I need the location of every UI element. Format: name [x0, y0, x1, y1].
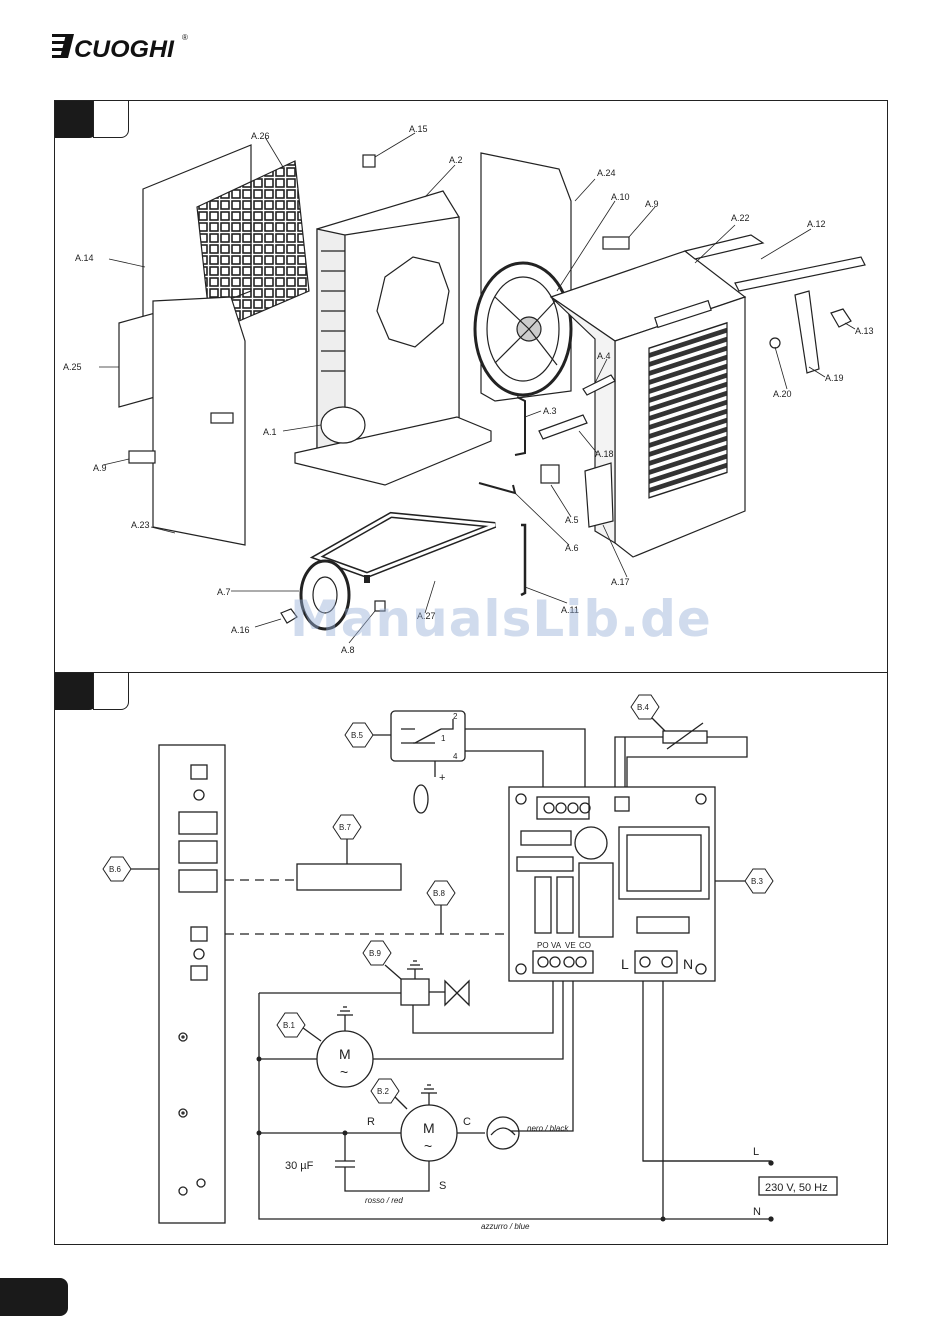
compressor-m: M [423, 1120, 435, 1136]
label-a4: A.4 [597, 351, 611, 361]
callout-b4: B.4 [637, 703, 650, 712]
top-component [363, 155, 375, 167]
thermistor [663, 731, 707, 743]
fan-motor-tilde: ~ [340, 1064, 348, 1080]
callout-b8: B.8 [433, 889, 446, 898]
knob [831, 309, 851, 327]
label-a7: A.7 [217, 587, 231, 597]
label-a6: A.6 [565, 543, 579, 553]
label-a20: A.20 [773, 389, 792, 399]
label-a9-right: A.9 [645, 199, 659, 209]
label-a12: A.12 [807, 219, 826, 229]
plus-sign: + [439, 772, 445, 784]
callout-b6: B.6 [109, 865, 122, 874]
switch-part [541, 465, 559, 483]
capacitor-value: 30 µF [285, 1160, 314, 1172]
terminal-po: PO [537, 941, 549, 950]
label-a23: A.23 [131, 520, 150, 530]
terminal-va: VA [551, 941, 562, 950]
switch-pin-4: 4 [453, 752, 458, 761]
exploded-view-panel: A.14 A.26 A.25 A.9 A.23 A.1 A.15 A.2 A.2… [54, 100, 888, 674]
terminal-ve: VE [565, 941, 576, 950]
solenoid-coil [401, 979, 429, 1005]
label-a14: A.14 [75, 253, 94, 263]
left-handle [129, 451, 155, 463]
terminal-block-ln [635, 951, 677, 973]
terminal-co: CO [579, 941, 591, 950]
cabinet-louvers [649, 323, 727, 498]
compressor-s: S [439, 1180, 446, 1192]
callout-b1: B.1 [283, 1021, 296, 1030]
wire-red-label: rosso / red [365, 1196, 403, 1205]
label-a3: A.3 [543, 406, 557, 416]
label-a26: A.26 [251, 131, 270, 141]
compressor-c: C [463, 1116, 471, 1128]
cuoghi-logo: CUOGHI ® [52, 30, 192, 64]
label-a5: A.5 [565, 515, 579, 525]
label-a15: A.15 [409, 124, 428, 134]
callout-b7: B.7 [339, 823, 352, 832]
compressor-r: R [367, 1116, 375, 1128]
display-box [297, 864, 401, 890]
switch-pin-2: 2 [453, 712, 458, 721]
switch-pin-1: 1 [441, 734, 446, 743]
wire-black-label: nero / black [527, 1124, 569, 1133]
handle-bar [735, 257, 865, 291]
label-a19: A.19 [825, 373, 844, 383]
small-plate [119, 313, 155, 407]
label-a18: A.18 [595, 449, 614, 459]
wiring-diagram-panel: B.6 B.5 B.7 B.8 B.9 B.1 B.2 B.4 B.3 2 1 … [54, 672, 888, 1245]
label-a24: A.24 [597, 168, 616, 178]
board-n: N [683, 956, 693, 972]
fan-motor-m: M [339, 1046, 351, 1062]
long-rod [521, 525, 525, 595]
callout-b2: B.2 [377, 1087, 390, 1096]
supply-rating: 230 V, 50 Hz [765, 1182, 828, 1194]
label-a17: A.17 [611, 577, 630, 587]
rod-part [479, 483, 515, 493]
solenoid-valve [445, 981, 469, 1005]
compressor-tilde: ~ [424, 1138, 432, 1154]
supply-n: N [753, 1206, 761, 1218]
control-panel-strip [159, 745, 225, 1223]
watermark: ManualsLib.de [290, 590, 712, 648]
exploded-view-drawing: A.14 A.26 A.25 A.9 A.23 A.1 A.15 A.2 A.2… [55, 101, 887, 673]
control-board [509, 787, 715, 981]
bracket [795, 291, 819, 373]
label-a13: A.13 [855, 326, 874, 336]
page-number-tab [0, 1278, 68, 1316]
callout-b5: B.5 [351, 731, 364, 740]
callout-b9: B.9 [369, 949, 382, 958]
cover-part [585, 463, 613, 527]
compressor [321, 407, 365, 443]
supply-l: L [753, 1146, 759, 1158]
label-a2: A.2 [449, 155, 463, 165]
label-a25: A.25 [63, 362, 82, 372]
label-a16: A.16 [231, 625, 250, 635]
wiring-diagram-drawing: B.6 B.5 B.7 B.8 B.9 B.1 B.2 B.4 B.3 2 1 … [55, 673, 887, 1244]
rail-part [539, 415, 587, 439]
label-a9-left: A.9 [93, 463, 107, 473]
label-a22: A.22 [731, 213, 750, 223]
logo-text: CUOGHI [74, 36, 175, 63]
label-a1: A.1 [263, 427, 277, 437]
overload-protector [487, 1117, 519, 1149]
pressure-bulb [414, 785, 428, 813]
washer [770, 338, 780, 348]
hook-wire [515, 397, 525, 455]
board-l: L [621, 956, 629, 972]
registered-mark: ® [182, 33, 188, 42]
label-a10: A.10 [611, 192, 630, 202]
callout-b3: B.3 [751, 877, 764, 886]
terminal-block-left [533, 951, 593, 973]
wire-blue-label: azzurro / blue [481, 1222, 530, 1231]
right-handle [603, 237, 629, 249]
